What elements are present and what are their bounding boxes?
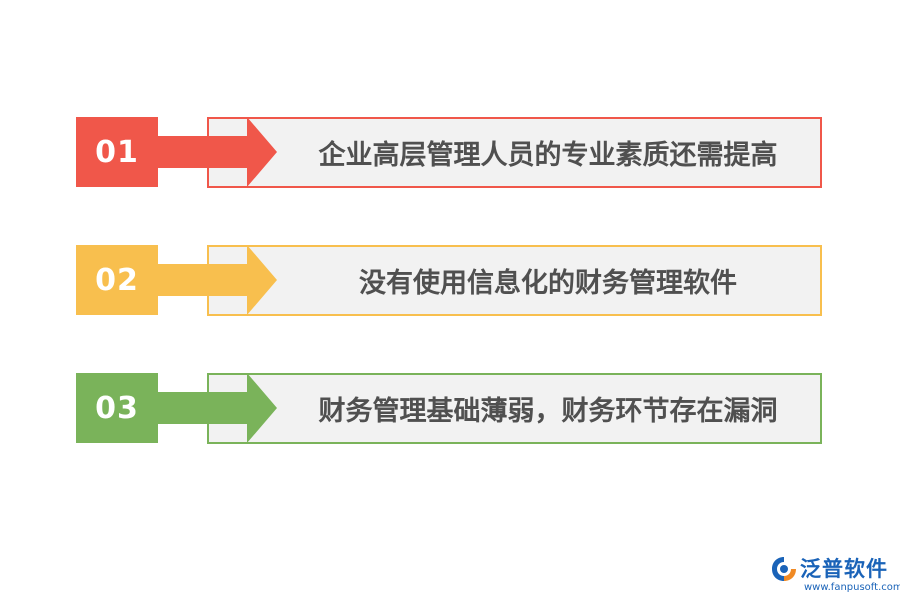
- item-text: 财务管理基础薄弱，财务环节存在漏洞: [318, 395, 778, 427]
- item-text: 企业高层管理人员的专业素质还需提高: [318, 139, 778, 171]
- item-text-box: [207, 117, 822, 188]
- brand-logo: 泛普软件 www.fanpusoft.com: [770, 553, 900, 597]
- item-text-box: [207, 245, 822, 316]
- list-item-1: 01 企业高层管理人员的专业素质还需提高: [76, 117, 822, 188]
- item-text: 没有使用信息化的财务管理软件: [359, 267, 737, 299]
- item-text-box: [207, 373, 822, 444]
- item-number: 01: [95, 134, 139, 170]
- arrow-right-icon: [157, 117, 277, 187]
- item-number: 02: [95, 262, 139, 298]
- item-number-badge: 03: [76, 373, 158, 443]
- fanpu-logo-icon: [772, 557, 796, 581]
- arrow-right-icon: [157, 245, 277, 315]
- arrow-right-icon: [157, 373, 277, 443]
- item-number-badge: 01: [76, 117, 158, 187]
- list-item-2: 02 没有使用信息化的财务管理软件: [76, 245, 822, 316]
- item-number-badge: 02: [76, 245, 158, 315]
- logo-name: 泛普软件: [800, 557, 888, 581]
- list-item-3: 03 财务管理基础薄弱，财务环节存在漏洞: [76, 373, 822, 444]
- logo-url: www.fanpusoft.com: [804, 582, 900, 593]
- item-number: 03: [95, 390, 139, 426]
